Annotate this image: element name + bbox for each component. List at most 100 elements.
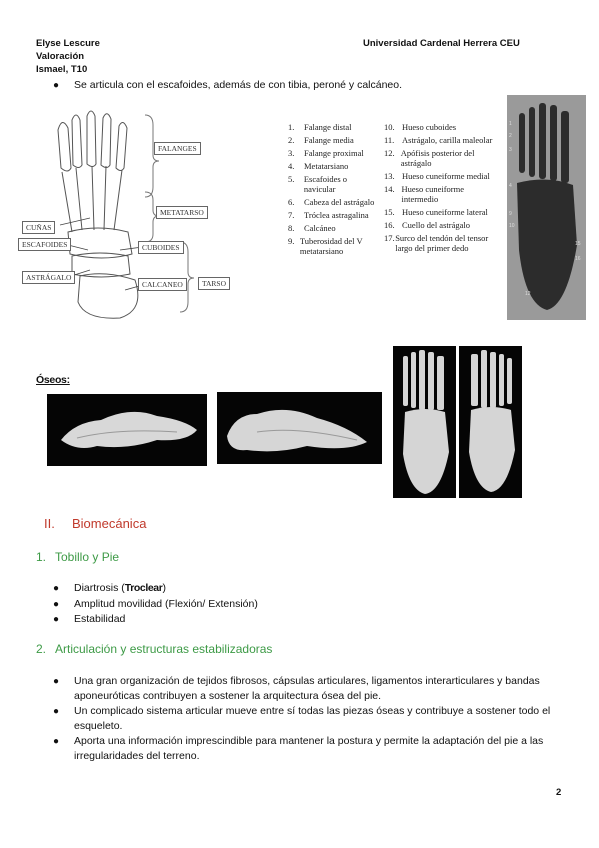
legend-number: 11. [384,135,395,145]
subsection-2-title: Articulación y estructuras estabilizador… [55,642,273,656]
oseos-label: Óseos: [36,374,70,386]
label-falanges: FALANGES [154,142,201,155]
medial-photo-drawing [227,409,367,452]
list-item: Una gran organización de tejidos fibroso… [74,675,540,702]
list-item-emphasis: Troclear [124,582,163,594]
legend-item: 11. Astrágalo, carilla maleolar [384,135,500,145]
legend-item: 13. Hueso cuneiforme medial [384,171,500,181]
section-title: Biomecánica [72,516,147,531]
svg-text:10: 10 [509,223,515,229]
legend-text: Calcáneo [304,223,336,233]
label-calcaneo: CALCANEO [138,278,187,291]
label-astragalo: ASTRÁGALO [22,271,76,284]
legend-text: Astrágalo, carilla maleolar [402,135,493,145]
page-number: 2 [556,787,562,798]
bullet-icon: ● [53,736,60,747]
legend-text: Apófisis posterior del astrágalo [400,148,475,168]
subsection-1-title: Tobillo y Pie [55,550,120,564]
legend-item: 5. Escafoides o navicular [288,174,380,194]
legend-text: Hueso cuneiforme medial [402,171,490,181]
legend-item: 8. Calcáneo [288,223,380,233]
legend-item: 15. Hueso cuneiforme lateral [384,207,500,217]
foot-bones-medial-photo [217,392,382,464]
legend-item: 1.Falange distal [288,122,380,132]
legend-text: Escafoides o navicular [303,174,348,194]
legend-number: 14. [384,184,395,194]
legend-number: 5. [288,174,295,184]
label-escafoides: ESCAFOIDES [18,238,72,251]
bullet-icon: ● [53,599,60,610]
legend-text: Hueso cuneiforme lateral [402,207,488,217]
label-metatarso: METATARSO [156,206,208,219]
svg-text:1: 1 [509,121,512,127]
legend-text: Tuberosidad del V metatarsiano [299,236,363,256]
legend-number: 12. [384,148,395,158]
legend-text: Metatarsiano [304,161,349,171]
svg-text:16: 16 [575,256,581,262]
legend-item: 4. Metatarsiano [288,161,380,171]
legend-number: 15. [384,207,395,217]
legend-item: 7.Tróclea astragalina [288,210,380,220]
group-label: Ismael, T10 [36,64,88,75]
list-item-text: Diartrosis ( [74,582,125,594]
legend-number: 13. [384,171,395,181]
legend-item: 16. Cuello del astrágalo [384,220,500,230]
legend-number: 10. [384,122,395,132]
legend-number: 9. [288,236,295,246]
list-item: Diartrosis (Troclear) [74,581,166,596]
bullet-icon: ● [53,80,60,91]
legend-text: Cuello del astrágalo [402,220,470,230]
legend-item: 10. Hueso cuboides [384,122,500,132]
label-cuboides: CUBOIDES [138,241,184,254]
subsection-2-number: 2. [36,642,47,656]
list-item: Amplitud movilidad (Flexión/ Extensión) [74,598,258,610]
list-item: Estabilidad [74,613,126,625]
bullet-icon: ● [53,583,60,594]
legend-item: 9. Tuberosidad del V metatarsiano [288,236,380,256]
legend-text: Tróclea astragalina [304,210,369,220]
document-subtitle: Valoración [36,51,85,62]
list-item: Aporta una información imprescindible pa… [74,735,544,762]
legend-number: 16. [384,220,395,230]
legend-item: 14.Hueso cuneiforme intermedio [384,184,500,204]
legend-text: Falange media [304,135,354,145]
bullet-icon: ● [53,676,60,687]
legend-number: 4. [288,161,295,171]
author-name: Elyse Lescure [36,38,100,49]
section-numeral: II. [44,516,55,531]
label-tarso: TARSO [198,277,230,290]
legend-number: 2. [288,135,295,145]
legend-item: 12. Apófisis posterior del astrágalo [384,148,500,168]
svg-text:15: 15 [575,241,581,247]
legend-item: 3. Falange proximal [288,148,380,158]
svg-text:12: 12 [525,291,531,297]
legend-left-column: 1.Falange distal 2. Falange media 3. Falan… [288,122,380,256]
legend-text: Falange proximal [304,148,364,158]
legend-number: 3. [288,148,295,158]
legend-number: 17. [384,233,395,243]
lateral-photo-drawing [61,411,197,448]
legend-item: 17.Surco del tendón del tensor largo del… [384,233,500,253]
legend-text: Cabeza del astrágalo [304,197,375,207]
foot-bones-dorsal-photo [393,346,456,498]
list-item: Un complicado sistema articular mueve en… [74,705,551,732]
university-name: Universidad Cardenal Herrera CEU [363,38,520,49]
label-cunas: CUÑAS [22,221,56,234]
svg-text:4: 4 [509,183,512,189]
legend-text: Surco del tendón del tensor largo del pr… [395,233,489,253]
legend-number: 6. [288,197,295,207]
legend-number: 8. [288,223,295,233]
legend-text: Hueso cuboides [402,122,457,132]
intro-bullet-text: Se articula con el escafoides, además de… [74,79,403,91]
legend-right-column: 10. Hueso cuboides 11. Astrágalo, carilla … [384,122,500,253]
subsection-1-number: 1. [36,550,47,564]
legend-number: 1. [288,122,295,132]
svg-text:3: 3 [509,147,512,153]
list-item-text: ) [162,582,166,594]
legend-item: 6. Cabeza del astrágalo [288,197,380,207]
bullet-icon: ● [53,706,60,717]
dorsal-photo-drawing [403,350,449,494]
bullet-icon: ● [53,614,60,625]
